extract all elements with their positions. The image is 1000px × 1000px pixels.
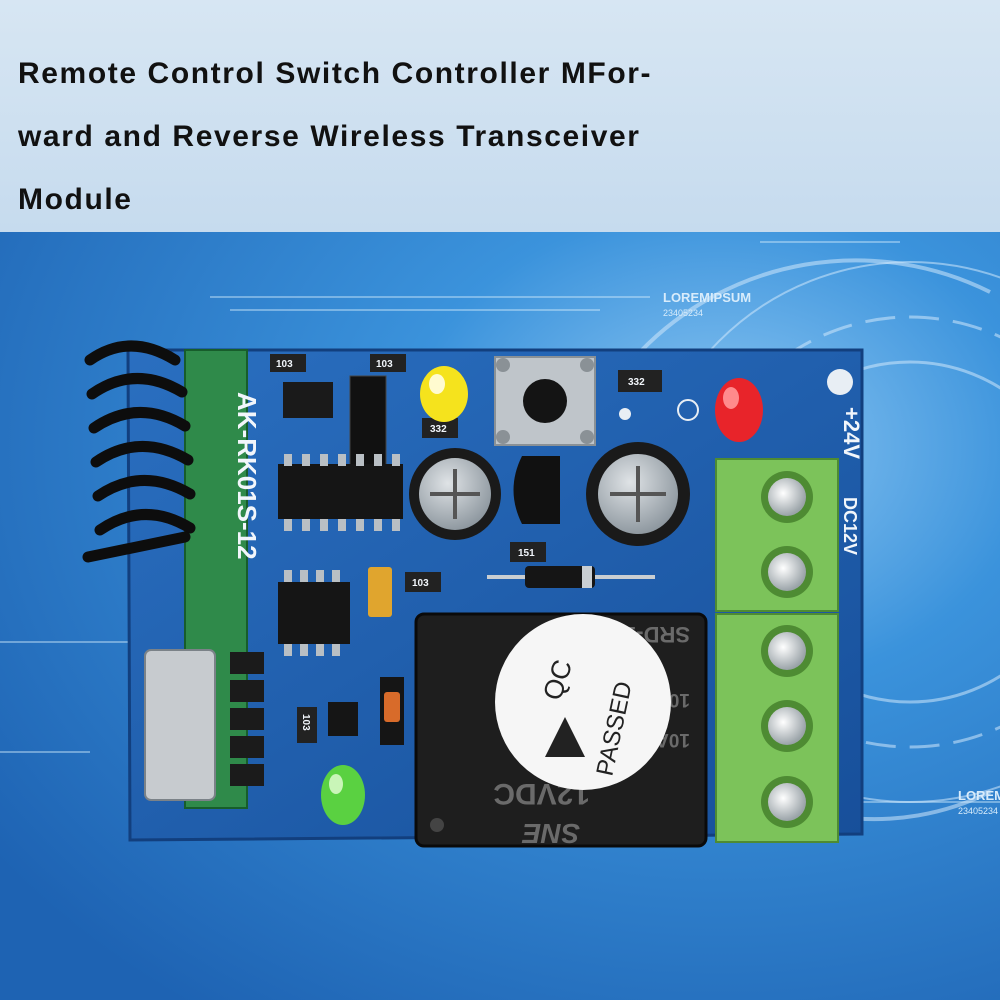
- tantalum-capacitor: [368, 567, 392, 617]
- hud-label-top: LOREMIPSUM: [663, 290, 751, 305]
- hud-number-right: 23405234: [958, 806, 998, 816]
- push-button: [494, 356, 596, 446]
- ic-chip-2: [278, 570, 350, 656]
- resistor-code-1: 103: [276, 359, 293, 370]
- title-line-3: Module: [18, 183, 133, 216]
- resistor-code-3: 332: [430, 424, 447, 435]
- antenna-coil: [82, 340, 196, 563]
- silk-circle: [677, 399, 699, 421]
- yellow-led: [420, 366, 468, 422]
- smd-transistor: [328, 702, 358, 736]
- terminal-partial-label: DC12V: [840, 497, 860, 555]
- sticker-logo-icon: [545, 717, 585, 757]
- title-line-1: Remote Control Switch Controller MFor-: [18, 57, 653, 90]
- jumper-header: [283, 382, 333, 418]
- red-led: [715, 378, 763, 442]
- mount-hole: [827, 369, 853, 395]
- hud-lines: [0, 241, 1000, 803]
- resistor-code-6: 151: [518, 548, 535, 559]
- relay-brand: SNE: [521, 818, 580, 849]
- hud-number-top: 23405234: [663, 308, 703, 318]
- qc-sticker: QC PASSED: [495, 614, 671, 790]
- resistor-code-4: 332: [628, 377, 645, 388]
- resistor-code-7: 103: [300, 714, 311, 731]
- ic-chip-1: [278, 454, 403, 531]
- diode-2: [380, 677, 404, 745]
- board-illustration: LOREMIPSUM 23405234 LOREMI 23405234 AK-R…: [0, 232, 1000, 1000]
- header-pins: [230, 652, 264, 786]
- crystal: [144, 649, 216, 801]
- header-band: Remote Control Switch Controller MFor- w…: [0, 0, 1000, 232]
- terminal-voltage-label: +24V: [839, 407, 864, 459]
- title-line-2: ward and Reverse Wireless Transceiver: [18, 120, 641, 153]
- transistor: [513, 456, 560, 524]
- green-led: [321, 765, 365, 825]
- terminal-block-lower: [715, 613, 839, 843]
- capacitor-small: [409, 448, 501, 540]
- product-title: Remote Control Switch Controller MFor- w…: [18, 42, 738, 231]
- hud-label-right: LOREMI: [958, 788, 1000, 803]
- resistor-code-5: 103: [412, 578, 429, 589]
- capacitor-large: [586, 442, 690, 546]
- product-photo: LOREMIPSUM 23405234 LOREMI 23405234 AK-R…: [0, 232, 1000, 1000]
- jumper-cap: [349, 375, 387, 467]
- model-label: AK-RK01S-12: [232, 392, 262, 560]
- resistor-code-2: 103: [376, 359, 393, 370]
- diode-1: [487, 566, 655, 588]
- pad: [619, 408, 631, 420]
- terminal-block-upper: [715, 458, 839, 612]
